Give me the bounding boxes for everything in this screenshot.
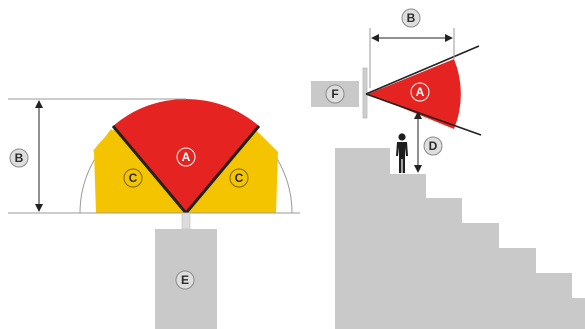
label-a-left-text: A — [182, 150, 191, 164]
dimension-d-arrow-bottom — [414, 165, 422, 173]
label-b-right: B — [401, 8, 421, 28]
label-c-left-text: C — [129, 171, 138, 185]
label-c-left: C — [123, 168, 143, 188]
zone-c-right — [186, 129, 278, 213]
person-icon — [396, 133, 408, 173]
zone-c-left-fill — [94, 129, 186, 213]
right-diagram — [311, 28, 585, 329]
boundary-line-right — [184, 125, 261, 214]
projector-neck — [181, 212, 191, 230]
label-b-right-text: B — [407, 11, 416, 25]
beam-line-lower — [365, 93, 482, 136]
label-d: D — [423, 136, 443, 156]
label-c-right-text: C — [235, 171, 244, 185]
label-c-right: C — [229, 168, 249, 188]
label-e-text: E — [181, 273, 189, 287]
boundary-line-left — [111, 125, 188, 214]
label-f: F — [325, 84, 345, 104]
label-b-left: B — [9, 148, 29, 168]
label-d-text: D — [429, 139, 438, 153]
label-a-left: A — [176, 147, 196, 167]
dimension-b-left-arrow-bottom — [35, 204, 43, 212]
zone-a-sector — [113, 98, 259, 213]
beam-line-upper — [365, 45, 480, 95]
dimension-d-arrow-top — [414, 111, 422, 119]
label-a-right-text: A — [416, 85, 425, 99]
label-e: E — [175, 270, 195, 290]
dimension-b-right-arrow-left — [371, 34, 379, 42]
label-b-left-text: B — [15, 151, 24, 165]
dimension-b-right-arrow-right — [445, 34, 453, 42]
label-f-text: F — [331, 87, 338, 101]
stairs — [335, 148, 585, 329]
zone-a-beam — [368, 59, 461, 129]
dimension-b-left-arrow-top — [35, 100, 43, 108]
left-diagram — [8, 98, 300, 329]
label-a-right: A — [410, 82, 430, 102]
